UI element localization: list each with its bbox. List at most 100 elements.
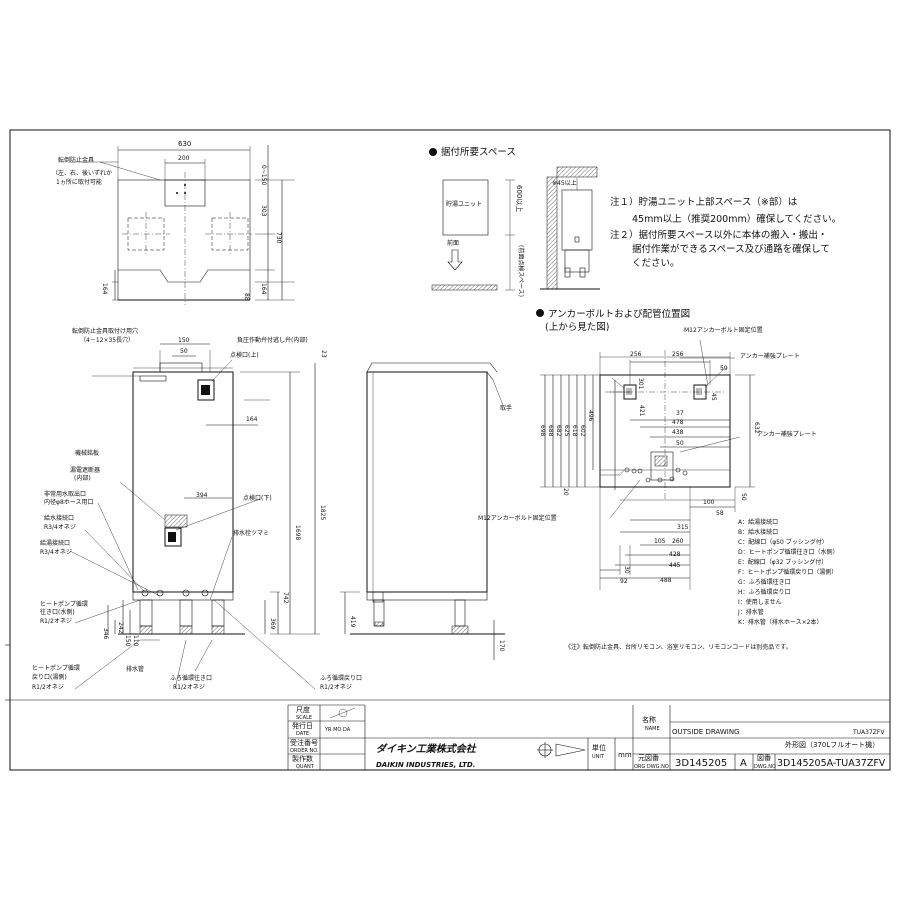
- tb-order-jp: 受注番号: [290, 738, 318, 747]
- bolt-holes-label: 転倒防止金具取付け用穴: [72, 327, 138, 335]
- hp-out-3: R1/2オネジ: [40, 618, 72, 625]
- dim-256b: 256: [672, 351, 684, 358]
- tb-date-jp: 発行日: [292, 721, 313, 730]
- tb-dwg-jp: 図番: [757, 754, 771, 762]
- v-dim-2: 682: [555, 425, 562, 437]
- bath-out-2: R1/2オネジ: [173, 684, 205, 691]
- relief-valve: 負圧作動弁付逃し弁(内部): [237, 336, 308, 344]
- anchor-heading-2: (上から見た図): [545, 322, 609, 333]
- water-supply-2: R3/4オネジ: [44, 524, 76, 531]
- bath-ret-1: ふろ循環戻り口: [320, 674, 362, 682]
- v-dim-1: 688: [547, 425, 554, 437]
- dim-30: 30: [623, 566, 630, 574]
- space-45: ※45以上: [552, 179, 577, 187]
- v-dim-6: 496: [587, 410, 594, 422]
- hp-out-2: 往き口(水側): [40, 608, 75, 616]
- dim-50: 50: [676, 440, 684, 447]
- legend-e: E：配線口（φ32 ブッシング付）: [738, 558, 827, 566]
- side-view: [340, 362, 505, 660]
- v-dim-5: 602: [579, 425, 586, 437]
- revision: A: [740, 758, 747, 769]
- leakage-breaker-sub: (内部): [74, 474, 91, 482]
- anchor-plan-view: [536, 309, 755, 590]
- tipover-note-1: （左、右、後いずれか: [52, 169, 112, 177]
- hp-ret-1: ヒートポンプ循環: [32, 664, 80, 672]
- legend-a: A：給湯接続口: [738, 518, 778, 526]
- dim-164b: 164: [101, 283, 108, 295]
- dim-50: 50: [180, 348, 188, 355]
- tipover-note-2: 1ヵ所に取付可能: [56, 178, 102, 186]
- legend-d: D：ヒートポンプ循環往き口（水側）: [738, 548, 838, 556]
- dim-260: 260: [672, 538, 684, 545]
- bath-out-1: ふろ循環往き口: [170, 674, 212, 682]
- dim-303: 303: [260, 205, 267, 217]
- dim-50b: 50: [740, 493, 747, 501]
- tb-unit-jp: 単位: [592, 743, 606, 752]
- space-600: 600以上: [515, 185, 524, 212]
- note2-line3: ください。: [632, 258, 680, 269]
- front-space: (前面点検スペース): [517, 245, 525, 297]
- bath-ret-2: R1/2オネジ: [320, 684, 352, 691]
- plate-1: アンカー補強プレート: [740, 352, 800, 360]
- dim-0-150: 0~150: [260, 165, 267, 185]
- tipover-label: 転倒防止金具: [58, 156, 94, 164]
- dim-170: 170: [498, 640, 505, 652]
- space-heading: 据付所要スペース: [441, 146, 516, 158]
- legend-b: B：給水接続口: [738, 528, 778, 536]
- dim-110: 110: [132, 635, 139, 647]
- tb-order-en: ORDER NO.: [290, 748, 319, 754]
- dim-58: 58: [716, 510, 724, 517]
- tb-scale-en: SCALE: [296, 715, 312, 721]
- dim-445: 445: [669, 562, 681, 569]
- dim-742: 742: [282, 592, 289, 604]
- dim-428: 428: [669, 551, 681, 558]
- dim-242: 242: [117, 622, 124, 634]
- drawing-number: 3D145205A-TUA37ZFV: [777, 758, 886, 769]
- v-dim-4: 618: [571, 425, 578, 437]
- water-supply-1: 給水接続口: [44, 514, 74, 522]
- dim-164-front: 164: [246, 416, 258, 423]
- tb-orig-jp: 元図番: [638, 754, 659, 762]
- dim-478: 478: [672, 419, 684, 426]
- dim-315: 315: [677, 524, 689, 531]
- note2-line2: 据付作業ができるスペース及び通路を確保して: [632, 243, 830, 255]
- sheet-border: [9, 129, 891, 771]
- v-dim-3: 625: [563, 425, 570, 437]
- section-bullet-icon-2: [536, 309, 544, 317]
- inspection-lower: 点検口(下): [243, 494, 272, 502]
- dim-88: 88: [243, 293, 250, 301]
- tb-date-fmt: YR MO DA: [324, 727, 351, 733]
- unit-label: 貯湯ユニット: [446, 200, 482, 208]
- dim-92: 92: [620, 578, 628, 585]
- orig-drawing-number: 3D145205: [675, 758, 727, 769]
- tb-name-en: NAME: [645, 726, 660, 732]
- legend-c: C：配線口（φ50 ブッシング付）: [738, 538, 828, 546]
- tb-unit-en: UNIT: [592, 754, 605, 760]
- dim-421: 421: [638, 405, 645, 417]
- piping-legend: A：給湯接続口 B：給水接続口 C：配線口（φ50 ブッシング付） D：ヒートポ…: [737, 518, 838, 626]
- m12-bottom: M12アンカーボルト固定位置: [478, 514, 557, 522]
- dim-1825: 1825: [319, 505, 326, 520]
- dim-488: 488: [660, 577, 672, 584]
- accessory-note: 《注》転倒防止金具、台所リモコン、浴室リモコン、リモコンコードは別売品です。: [565, 643, 792, 651]
- title-block: [287, 704, 890, 770]
- dim-150: 150: [178, 337, 190, 344]
- emergency-outlet-1: 非常用水取出口: [44, 490, 86, 498]
- plate-2: アンカー補強プレート: [757, 430, 817, 438]
- model-number: TUA37ZFV: [852, 729, 885, 736]
- dim-105: 105: [654, 538, 666, 545]
- note1-line2: 45mm以上（推奨200mm）確保してください。: [632, 213, 841, 225]
- hp-ret-2: 戻り口(湯側): [32, 673, 67, 681]
- dim-256a: 256: [630, 351, 642, 358]
- drain-knob: 排水栓ツマミ: [233, 529, 269, 537]
- top-overall-view: [70, 145, 295, 305]
- note2-line1: 注２）据付所要スペース以外に本体の搬入・搬出・: [610, 229, 827, 241]
- front-label: 前面: [447, 239, 459, 247]
- tb-qty-en: QUANT: [296, 764, 315, 770]
- dim-20: 20: [562, 488, 569, 496]
- dim-630: 630: [178, 140, 191, 148]
- dim-419: 419: [349, 616, 356, 628]
- dim-23: 23: [320, 350, 327, 358]
- hot-water-2: R3/4オネジ: [40, 549, 72, 556]
